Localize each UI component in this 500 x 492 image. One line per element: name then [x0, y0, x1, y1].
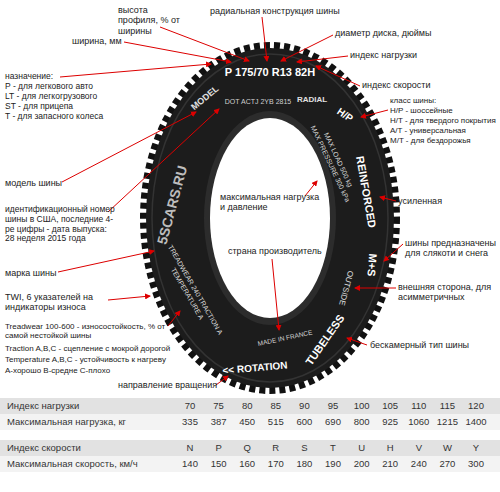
- table-cell: 190: [325, 459, 341, 470]
- table-cell: 387: [211, 417, 227, 428]
- rim-hole: [210, 118, 330, 318]
- table-row: [0, 398, 500, 414]
- tire-marking: P 175/70 R13 82H: [225, 66, 315, 79]
- table-cell: 80: [242, 401, 253, 412]
- table-header-cell: Максимальная скорость, км/ч: [7, 459, 138, 470]
- table-cell: 450: [239, 417, 255, 428]
- table-cell: 140: [182, 459, 198, 470]
- callout-text: максимальная нагрузка и давление: [220, 192, 320, 213]
- table-cell: U: [358, 443, 365, 454]
- callout-text: Traction A,B,C - сцепление с мокрой доро…: [5, 344, 170, 353]
- callout-text: радиальная конструкция шины: [210, 6, 340, 16]
- table-cell: W: [443, 443, 452, 454]
- table-cell: 800: [354, 417, 370, 428]
- table-row: [0, 456, 500, 472]
- tire-marking: M+S: [365, 253, 380, 277]
- table-cell: 1400: [465, 417, 486, 428]
- table-cell: T: [330, 443, 336, 454]
- callout-text: класс шины:: [390, 96, 436, 105]
- table-cell: 270: [439, 459, 455, 470]
- callout-text: Temperature A,B,C - устойчивость к нагре…: [5, 355, 166, 364]
- table-cell: 90: [299, 401, 310, 412]
- table-cell: H: [387, 443, 394, 454]
- table-cell: 690: [325, 417, 341, 428]
- callout-text: направление вращения: [118, 380, 217, 390]
- table-cell: P: [215, 443, 221, 454]
- callout-text: LT - для легкогрузового: [5, 92, 97, 102]
- callout-text: M/T - для бездорожья: [390, 136, 471, 145]
- callout-text: A/T - универсальная: [390, 126, 466, 135]
- table-cell: 110: [411, 401, 426, 412]
- callout-text: индекс скорости: [362, 80, 431, 90]
- table-header-cell: Индекс нагрузки: [7, 401, 79, 412]
- table-cell: Y: [473, 443, 479, 454]
- table-cell: 100: [354, 401, 370, 412]
- tire-marking: RADIAL: [297, 95, 327, 104]
- tire-marking: DOT ACTJ 2YB 2815: [225, 98, 291, 106]
- callout-text: T - для запасного колеса: [5, 112, 103, 122]
- table-cell: V: [416, 443, 422, 454]
- callout-text: Treadwear 100-600 - износостойкость, % о…: [5, 322, 177, 340]
- tire-ring: [152, 54, 388, 382]
- table-cell: S: [301, 443, 307, 454]
- table-cell: 120: [468, 401, 484, 412]
- tire-sidewall: [146, 48, 394, 388]
- table-cell: 85: [271, 401, 282, 412]
- table-cell: 115: [440, 401, 455, 412]
- table-cell: 335: [182, 417, 198, 428]
- table-row: [0, 440, 500, 456]
- table-cell: R: [272, 443, 279, 454]
- callout-text: P - для легкового авто: [5, 82, 93, 92]
- callout-text: TWI, 6 указателей на индикаторы износа: [5, 292, 107, 313]
- table-header-cell: Индекс скорости: [7, 443, 81, 454]
- table-cell: 300: [468, 459, 484, 470]
- table-cell: 160: [239, 459, 255, 470]
- callout-text: бескамерный тип шины: [370, 340, 469, 350]
- table-row: [0, 414, 500, 430]
- table-cell: 240: [411, 459, 427, 470]
- callout-text: диаметр диска, дюймы: [335, 28, 431, 38]
- callout-text: индекс нагрузки: [350, 50, 417, 60]
- table-cell: 70: [185, 401, 196, 412]
- table-cell: Q: [243, 443, 250, 454]
- callout-text: H/P - шоссейные: [390, 106, 453, 115]
- callout-text: высота профиля, % от ширины: [118, 5, 190, 36]
- table-cell: 200: [354, 459, 370, 470]
- tread-blocks: [144, 46, 396, 390]
- callout-text: ширина, мм: [72, 36, 122, 46]
- table-cell: 105: [382, 401, 398, 412]
- table-cell: 75: [213, 401, 224, 412]
- table-cell: 1215: [437, 417, 458, 428]
- table-cell: 1060: [408, 417, 429, 428]
- table-cell: 150: [211, 459, 227, 470]
- callout-text: H/T - для твердого покрытия: [390, 116, 496, 125]
- callout-text: идентификационный номер шины в США, посл…: [5, 205, 117, 244]
- table-cell: N: [187, 443, 194, 454]
- callout-text: марка шины: [5, 268, 57, 278]
- table-cell: 600: [296, 417, 312, 428]
- table-cell: 180: [296, 459, 312, 470]
- table-cell: 210: [382, 459, 398, 470]
- callout-text: A-хорошо B-средне C-плохо: [5, 366, 110, 375]
- table-cell: 515: [268, 417, 284, 428]
- callout-text: внешняя сторона, для асимметричных: [398, 282, 494, 303]
- callout-text: назначение:: [5, 72, 53, 82]
- callout-text: усиленная: [398, 196, 442, 206]
- callout-text: шины предназначены для слякоти и снега: [405, 238, 497, 259]
- callout-text: страна производитель: [228, 246, 322, 256]
- table-cell: 925: [382, 417, 398, 428]
- table-cell: 95: [328, 401, 339, 412]
- callout-text: модель шины: [5, 178, 62, 188]
- table-header-cell: Максимальная нагрузка, кг: [7, 417, 126, 428]
- callout-text: ST - для прицепа: [5, 102, 73, 112]
- table-cell: 170: [268, 459, 284, 470]
